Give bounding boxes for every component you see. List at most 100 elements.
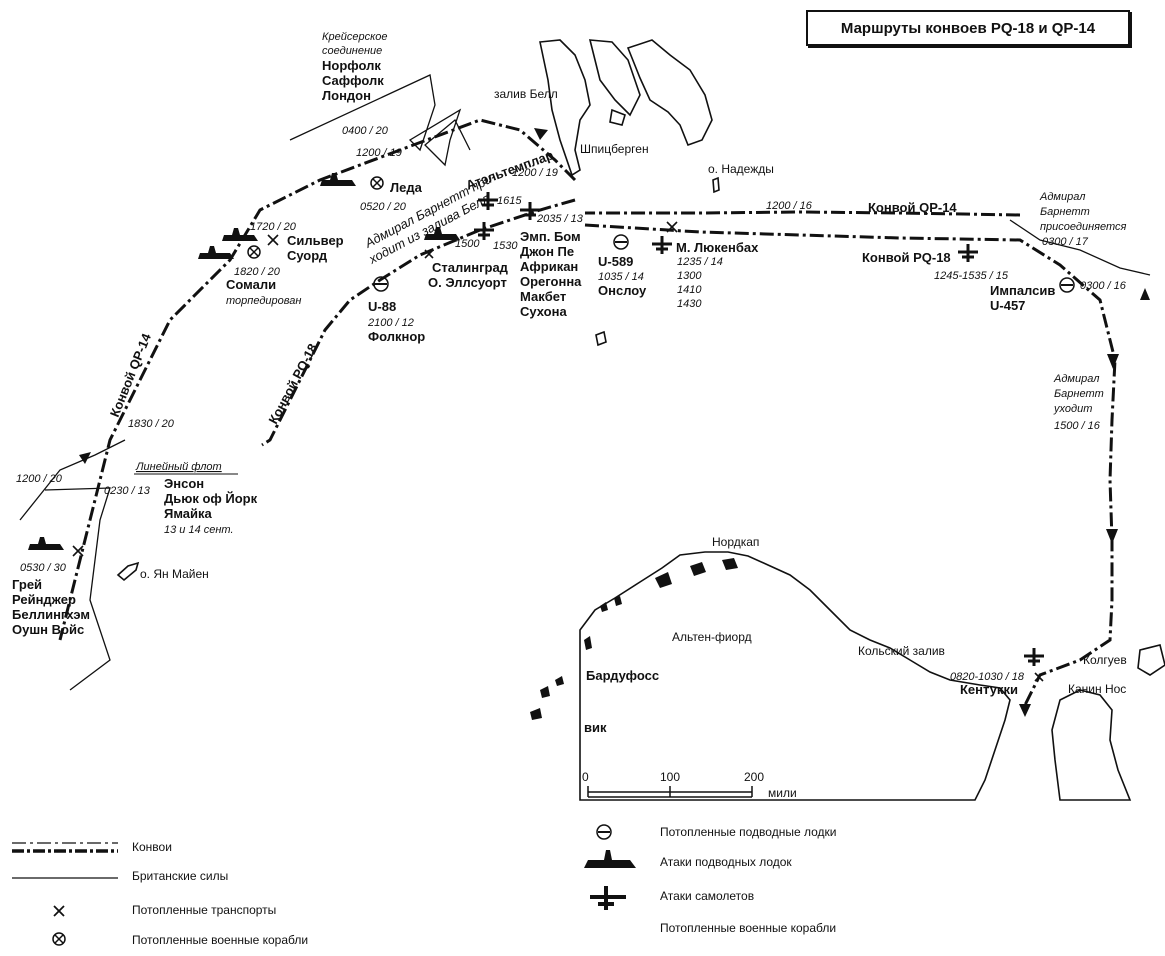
label-somali: Сомали <box>226 277 276 292</box>
label-nordkap: Нордкап <box>712 535 759 549</box>
time-1720-20: 1720 / 20 <box>250 221 297 233</box>
time-1200-20: 1200 / 20 <box>16 473 63 485</box>
air-attack-icon <box>474 222 494 240</box>
label-ships-1: Эмп. Бом <box>520 229 581 244</box>
kolguev-island <box>1137 644 1165 676</box>
time-0230-13: 0230 / 13 <box>104 485 151 497</box>
legend-sunk-warship-icon <box>52 932 66 946</box>
cruiser-label-4: Саффолк <box>322 73 384 88</box>
label-impulsive: Импалсив <box>990 283 1055 298</box>
time-0530-30: 0530 / 30 <box>20 562 67 574</box>
event-labels: Крейсерское соединение Норфолк Саффолк Л… <box>12 31 1127 697</box>
scale-100: 100 <box>660 770 680 784</box>
arrow-icon <box>1106 529 1118 544</box>
time-0300-17: 0300 / 17 <box>1042 236 1089 248</box>
legend-air-attack-icon <box>590 886 626 910</box>
sunk-submarine-icon <box>373 276 389 292</box>
legend-submarine-attack-icon <box>584 850 636 868</box>
label-hope-island: о. Надежды <box>708 162 774 176</box>
label-stalingrad-1: Сталинград <box>432 260 509 275</box>
time-1820-20: 1820 / 20 <box>234 266 281 278</box>
arrow-icon <box>534 128 548 140</box>
label-bell-bay: залив Белл <box>494 87 558 101</box>
legend-sub-attacks: Атаки подводных лодок <box>660 855 792 869</box>
admiral-leave-1: Адмирал <box>1053 373 1099 385</box>
label-ships-6: Сухона <box>520 304 567 319</box>
time-0820-1030-18: 0820-1030 / 18 <box>950 671 1025 683</box>
admiral-leave-3: уходит <box>1053 403 1092 415</box>
legend-british: Британские силы <box>132 869 228 883</box>
sunk-submarine-icon <box>613 234 629 250</box>
pq18-route-west <box>261 198 576 447</box>
time-1235-14: 1235 / 14 <box>677 256 723 268</box>
label-silver-1: Сильвер <box>287 233 344 248</box>
label-ranger: Рейнджер <box>12 592 76 607</box>
label-u457: U-457 <box>990 298 1025 313</box>
label-qp14-west: Конвой QP-14 <box>107 331 154 420</box>
time-1300: 1300 <box>677 270 702 282</box>
label-leda: Леда <box>390 180 423 195</box>
label-dates: 13 и 14 сент. <box>164 524 234 536</box>
label-torpedoed: торпедирован <box>226 295 301 307</box>
arrow-icon <box>1019 704 1031 717</box>
time-2100-12: 2100 / 12 <box>367 317 414 329</box>
time-1035-14: 1035 / 14 <box>598 271 644 283</box>
sunk-transport-icon <box>666 221 678 233</box>
admiral-join-2: Барнетт <box>1040 206 1090 218</box>
time-1245-1535-15: 1245-1535 / 15 <box>934 270 1009 282</box>
time-1500: 1500 <box>455 238 480 250</box>
cruiser-label-2: соединение <box>322 45 382 57</box>
time-1500-16: 1500 / 16 <box>1054 420 1101 432</box>
place-labels: залив Белл Шпицберген о. Надежды о. Ян М… <box>140 87 1127 735</box>
label-bardufoss: Бардуфосс <box>586 668 659 683</box>
hope-island <box>712 176 720 194</box>
label-kolguev: Колгуев <box>1083 653 1127 667</box>
label-duke-of-york: Дьюк оф Йорк <box>164 491 258 506</box>
british-force-routes <box>19 74 1151 691</box>
scale-0: 0 <box>582 770 589 784</box>
legend-sunk-warships-left: Потопленные военные корабли <box>132 933 308 947</box>
time-1830-20: 1830 / 20 <box>128 418 175 430</box>
air-attack-icon <box>652 236 672 254</box>
sunk-warship-icon <box>247 245 261 259</box>
label-battle-fleet: Линейный флот <box>135 461 222 473</box>
label-qp14-east: Конвой QP-14 <box>868 200 957 215</box>
arrow-icon <box>79 452 91 464</box>
scale-200: 200 <box>744 770 764 784</box>
label-jamaica: Ямайка <box>164 506 213 521</box>
time-1200-19a: 1200 / 19 <box>356 147 402 159</box>
qp14-route-east <box>585 210 1021 217</box>
scale-unit: мили <box>768 786 797 800</box>
label-kola-bay: Кольский залив <box>858 644 945 658</box>
time-0400-20: 0400 / 20 <box>342 125 389 137</box>
label-u88: U-88 <box>368 299 396 314</box>
legend-sunk-transports: Потопленные транспорты <box>132 903 276 917</box>
time-1200-19b: 1200 / 19 <box>512 167 558 179</box>
submarine-attack-icon <box>28 537 64 550</box>
label-ships-3: Африкан <box>520 259 578 274</box>
submarine-attack-icon <box>320 173 356 186</box>
label-u589: U-589 <box>598 254 633 269</box>
label-narvik: вик <box>584 720 607 735</box>
label-spitsbergen: Шпицберген <box>580 142 649 156</box>
sunk-transport-icon <box>1034 672 1044 682</box>
label-jan-mayen: о. Ян Майен <box>140 567 209 581</box>
map-title-box: Маршруты конвоев PQ-18 и QP-14 <box>806 10 1130 46</box>
scale-bar: 0 100 200 мили <box>582 770 797 800</box>
legend-sunk-subs: Потопленные подводные лодки <box>660 825 836 839</box>
sunk-warship-icon <box>370 176 384 190</box>
submarine-attack-icon <box>198 246 234 259</box>
legend: Конвои Британские силы Потопленные транс… <box>12 824 836 947</box>
sunk-transport-icon <box>424 249 434 259</box>
label-kanin-nos: Канин Нос <box>1068 682 1126 696</box>
pq18-route-east <box>584 223 1117 706</box>
admiral-join-3: присоединяется <box>1040 221 1127 233</box>
submarine-attack-icon <box>424 227 460 240</box>
label-ships-4: Орегонна <box>520 274 582 289</box>
sunk-submarine-icon <box>1059 277 1075 293</box>
legend-air-attacks: Атаки самолетов <box>660 889 754 903</box>
label-ocean-voice: Оушн Войс <box>12 622 84 637</box>
label-kentucky: Кентукки <box>960 682 1018 697</box>
label-faulknor: Фолкнор <box>368 329 425 344</box>
